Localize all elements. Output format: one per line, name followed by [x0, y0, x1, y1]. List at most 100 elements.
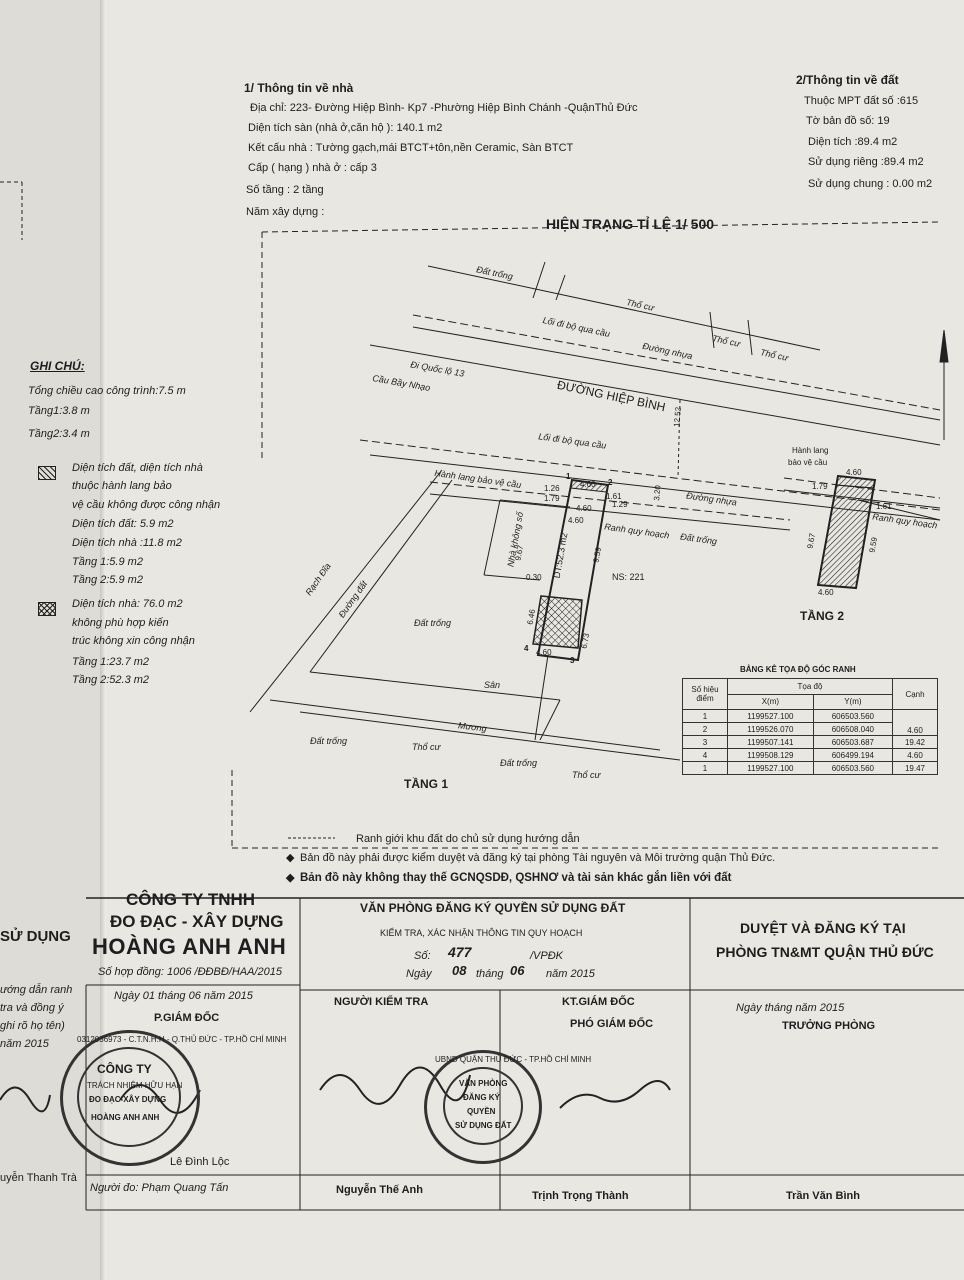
legend1-line2: thuộc hành lang bảo [72, 480, 172, 492]
company-stamp: 0312036973 - C.T.N.H.H - Q.THỦ ĐỨC - TP.… [60, 1030, 286, 1166]
office-stamp: UBND QUẬN THỦ ĐỨC - TP.HỒ CHÍ MINH VĂN P… [424, 1050, 591, 1164]
company-line1: CÔNG TY TNHH [126, 890, 256, 909]
dim-1-29: 1.29 [612, 500, 628, 509]
land-parcel: Thuộc MPT đất số :615 [804, 95, 919, 107]
legend1-land-area: Diện tích đất: 5.9 m2 [72, 518, 174, 530]
legend2-line3: trúc không xin công nhận [72, 635, 195, 647]
coord-header-x: X(m) [727, 693, 814, 710]
office-nam: năm 2015 [546, 968, 595, 980]
label-tho-cu-bl: Thổ cư [412, 742, 441, 752]
label-hanh-lang2-a: Hành lang [792, 446, 829, 455]
paper-fold [100, 0, 106, 1280]
house-structure: Kết cấu nhà : Tường gạch,mái BTCT+tôn,nề… [248, 142, 574, 154]
company-stamp-ring: 0312036973 - C.T.N.H.H - Q.THỦ ĐỨC - TP.… [77, 1035, 287, 1044]
legend-hatch-swatch [38, 466, 56, 480]
t2-dim-1-61: 1.61 [876, 502, 892, 511]
office-so-value: 477 [448, 944, 472, 960]
legend1-floor2: Tầng 2:5.9 m2 [72, 574, 143, 586]
land-area: Diện tích :89.4 m2 [808, 136, 898, 148]
point-4: 4 [524, 644, 529, 653]
house-floors: Số tầng : 2 tầng [246, 184, 324, 196]
office-ngay-label: Ngày [406, 968, 432, 980]
dim-4-60-top: 4.60 [580, 480, 596, 489]
coord-header-coord: Tọa độ [727, 678, 893, 695]
point-3: 3 [570, 656, 575, 665]
approve-date: Ngày tháng năm 2015 [736, 1002, 845, 1014]
left-su-dung: SỬ DỤNG [0, 928, 71, 945]
footnote-bullet-1: ◆ [286, 852, 295, 864]
legend2-line1: Diện tích nhà: 76.0 m2 [72, 598, 183, 610]
dim-1-61: 1.61 [606, 492, 622, 501]
office-checker-name: Nguyễn Thế Anh [336, 1184, 423, 1196]
dim-4-60-mid: 4.60 [576, 504, 592, 513]
note-height: Tổng chiều cao công trình:7.5 m [28, 385, 186, 397]
approve-role: TRƯỞNG PHÒNG [782, 1020, 876, 1032]
approve-name: Trần Văn Bình [786, 1190, 860, 1202]
land-common-use: Sử dụng chung : 0.00 m2 [808, 178, 933, 190]
house-grade: Cấp ( hạng ) nhà ở : cấp 3 [248, 162, 377, 174]
dim-1-26: 1.26 [544, 484, 560, 493]
legend1-house-area: Diện tích nhà :11.8 m2 [72, 537, 182, 549]
house-floor-area: Diện tích sàn (nhà ở,căn hộ ): 140.1 m2 [248, 122, 443, 134]
label-hanh-lang2-b: bảo vệ cầu [788, 458, 828, 467]
company-surveyor: Người đo: Phạm Quang Tấn [90, 1182, 229, 1194]
note-floor1: Tầng1:3.8 m [28, 405, 90, 417]
dim-3-20: 3.20 [652, 484, 663, 502]
label-tang2: TẦNG 2 [800, 609, 845, 623]
dim-4-60-b: 4.60 [568, 516, 584, 525]
office-thang-label: tháng [476, 968, 504, 980]
office-thang-value: 06 [510, 963, 525, 978]
point-2: 2 [608, 478, 613, 487]
t2-dim-4-60-bottom: 4.60 [818, 588, 834, 597]
land-private-use: Sử dụng riêng :89.4 m2 [808, 156, 924, 168]
legend1-line3: vệ cầu không được công nhận [72, 499, 221, 511]
office-checker: NGƯỜI KIỂM TRA [334, 996, 429, 1008]
legend2-floor1: Tầng 1:23.7 m2 [72, 656, 150, 668]
office-pgd-name: Trịnh Trọng Thành [532, 1190, 629, 1202]
approve-line1: DUYỆT VÀ ĐĂNG KÝ TẠI [740, 920, 906, 936]
footnote-boundary: Ranh giới khu đất do chủ sử dụng hướng d… [356, 833, 580, 845]
left-line4: năm 2015 [0, 1038, 49, 1050]
office-stamp-ring: UBND QUẬN THỦ ĐỨC - TP.HỒ CHÍ MINH [435, 1055, 592, 1064]
label-tho-cu-bm: Thổ cư [572, 770, 601, 780]
footnote-bullet-2: ◆ [286, 872, 295, 884]
left-line3: ghi rõ họ tên) [0, 1020, 65, 1032]
map-title: HIỆN TRẠNG TỈ LỆ 1/ 500 [546, 216, 715, 232]
left-line2: tra và đồng ý [0, 1002, 64, 1014]
label-ns: NS: 221 [612, 572, 645, 582]
office-pgd: PHÓ GIÁM ĐỐC [570, 1018, 654, 1030]
approve-line2: PHÒNG TN&MT QUẬN THỦ ĐỨC [716, 944, 934, 960]
footnote-approval: Bản đồ này phải được kiểm duyệt và đăng … [300, 852, 776, 864]
office-npdk: /VPĐK [530, 950, 564, 962]
office-kt: KT.GIÁM ĐỐC [562, 996, 635, 1008]
legend-cross-swatch [38, 602, 56, 616]
left-name: uyễn Thanh Trà [0, 1172, 77, 1184]
label-dat-trong-bl: Đất trống [310, 736, 348, 746]
office-title: VĂN PHÒNG ĐĂNG KÝ QUYỀN SỬ DỤNG ĐẤT [360, 901, 626, 915]
dim-4-60-bottom: 4.60 [536, 648, 552, 657]
legend1-floor1: Tầng 1:5.9 m2 [72, 556, 143, 568]
coord-header-edge: Cạnh [892, 678, 938, 710]
footnote-not-replace: Bản đồ này không thay thế GCNQSDĐ, QSHNƠ… [300, 872, 732, 884]
legend1-line1: Diện tích đất, diện tích nhà [72, 462, 203, 474]
legend2-line2: không phù hợp kiến [72, 617, 169, 629]
office-ngay-value: 08 [452, 963, 467, 978]
label-dat-trong-bm: Đất trống [500, 758, 538, 768]
point-1: 1 [566, 472, 571, 481]
dim-1-79: 1.79 [544, 494, 560, 503]
land-map-sheet: Tờ bản đồ số: 19 [806, 115, 890, 127]
company-name: HOÀNG ANH ANH [92, 934, 287, 959]
house-info-title: 1/ Thông tin về nhà [244, 81, 354, 95]
t2-dim-1-79: 1.79 [812, 482, 828, 491]
left-line1: ướng dẫn ranh [0, 984, 73, 996]
legend2-floor2: Tầng 2:52.3 m2 [72, 674, 150, 686]
dim-12-52: 12.52 [672, 406, 683, 428]
land-info-title: 2/Thông tin về đất [796, 73, 899, 87]
dim-0-30: 0.30 [526, 573, 542, 582]
